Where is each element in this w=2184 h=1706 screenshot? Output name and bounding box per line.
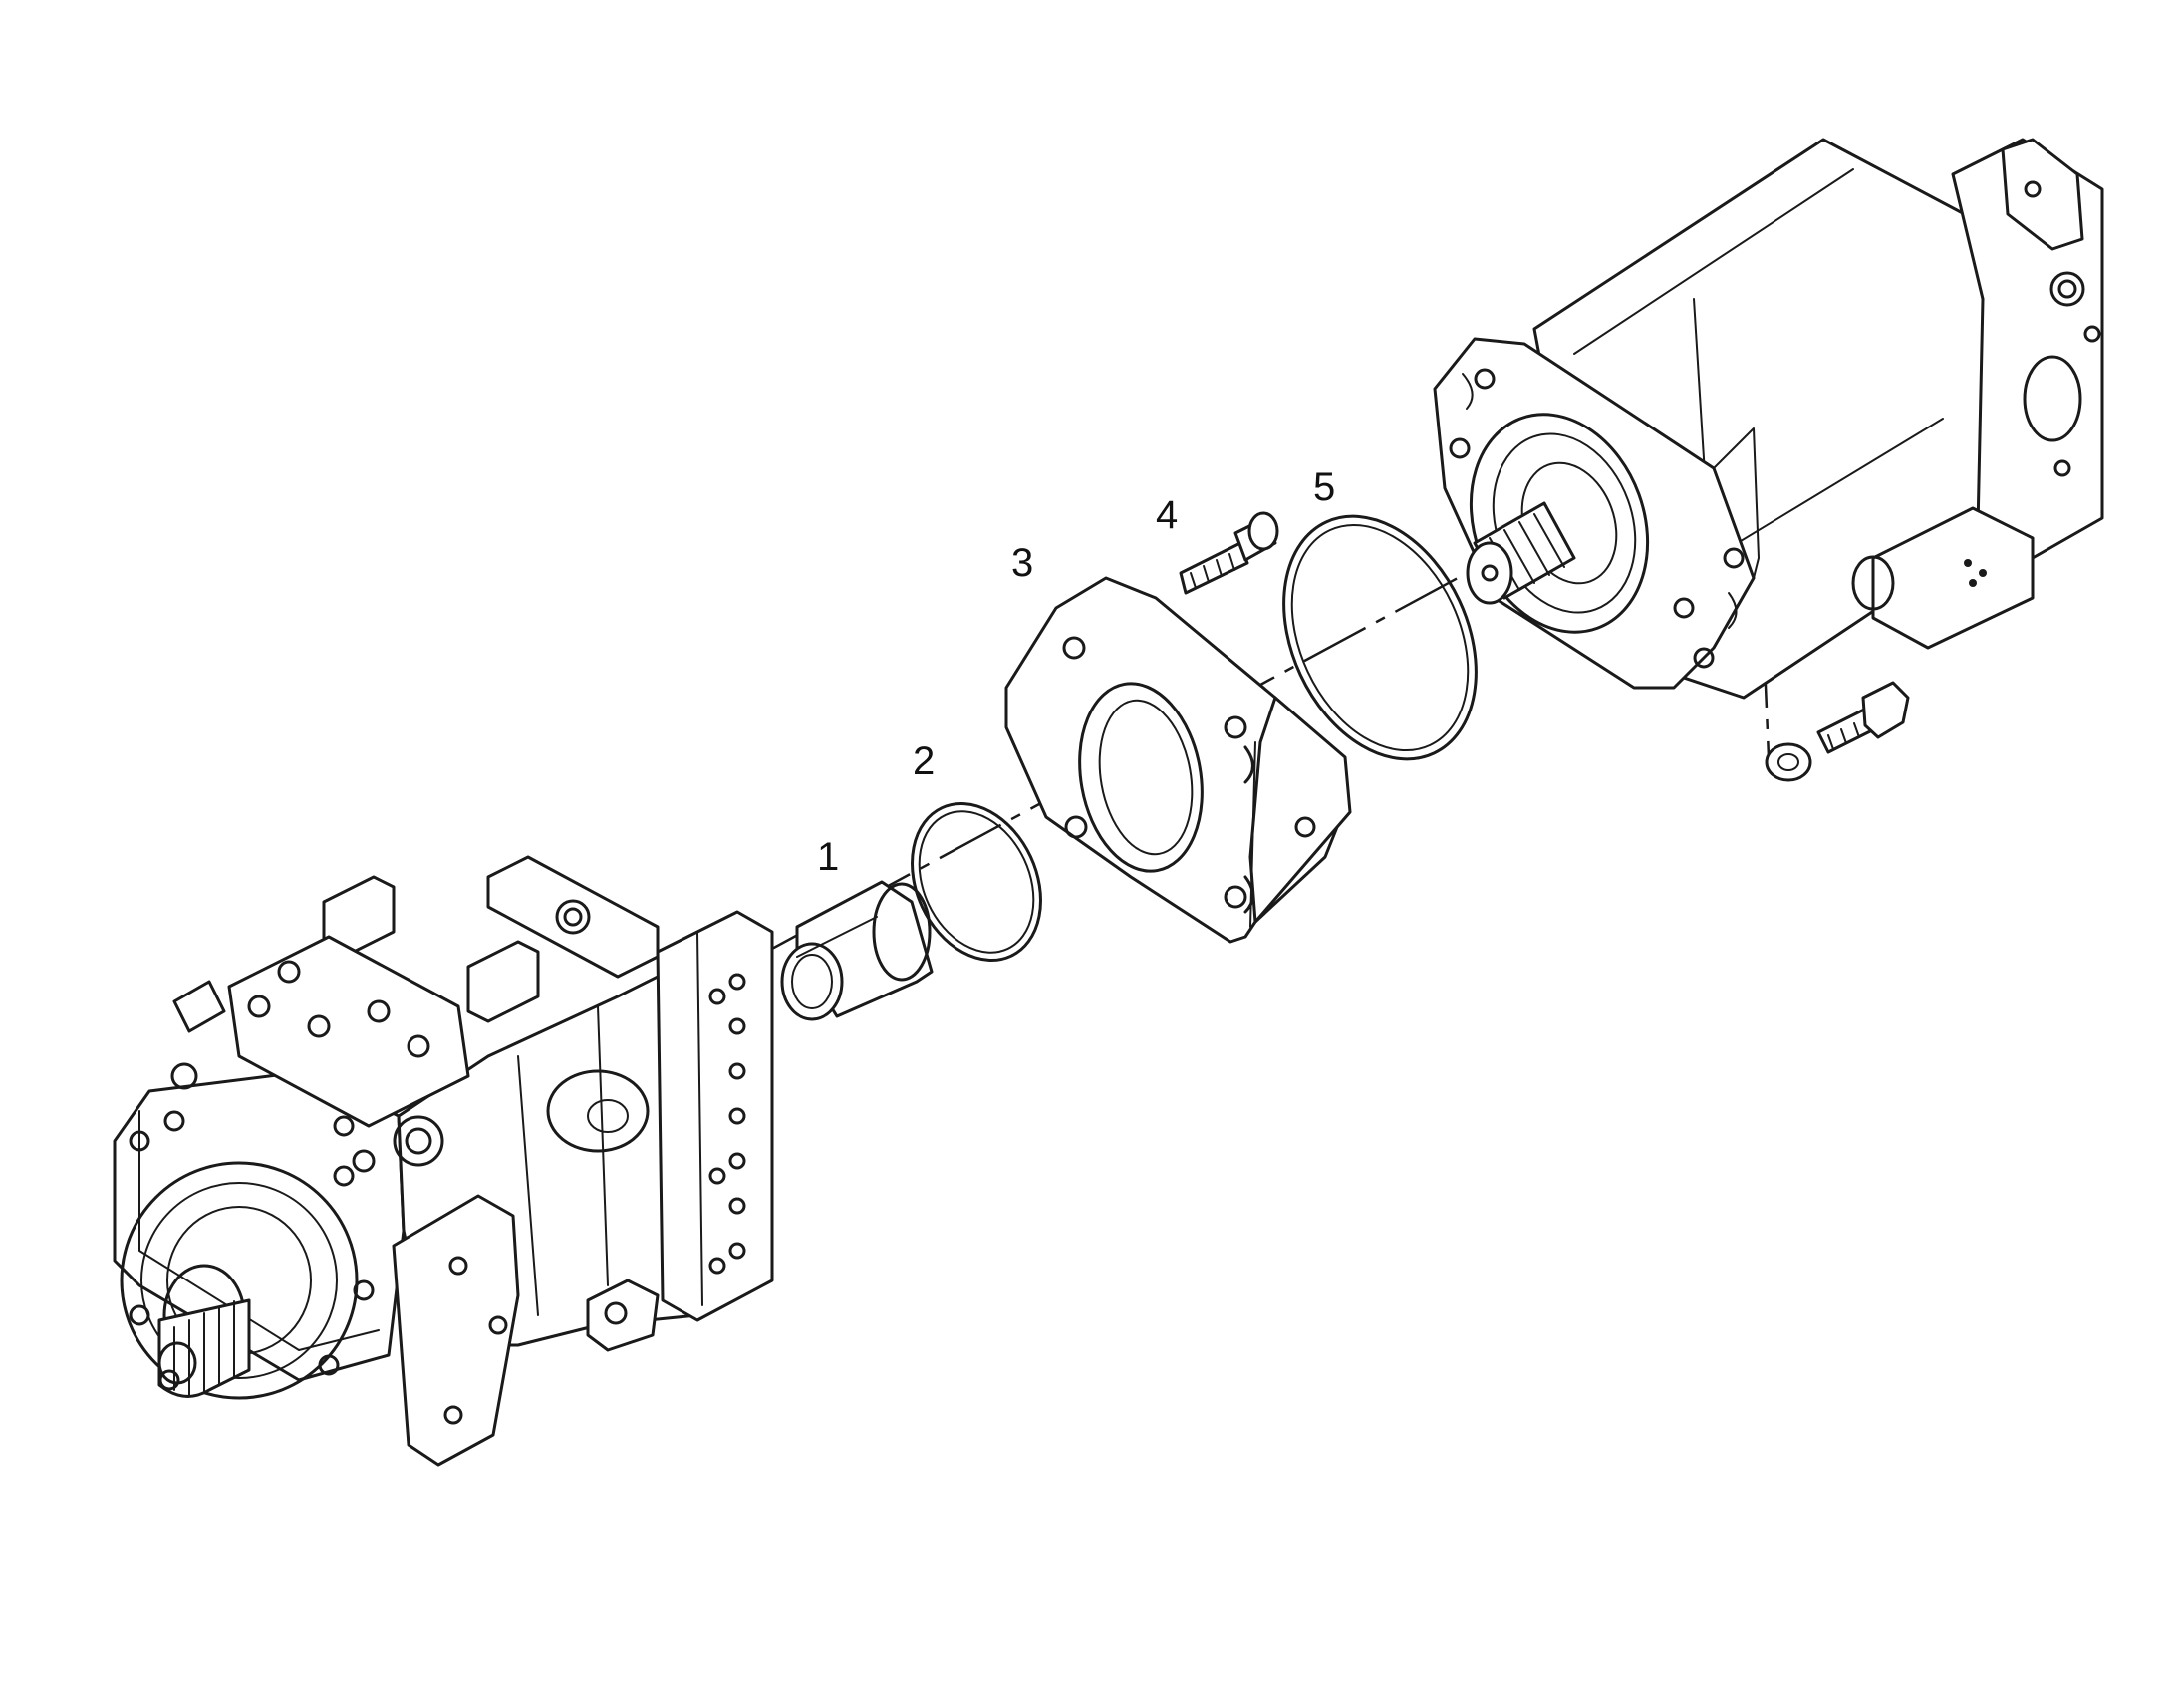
- hydraulic-motor-right: [1433, 138, 2104, 700]
- hydraulic-pump-left: [113, 855, 774, 1467]
- part-5-o-ring: [1282, 514, 1478, 761]
- callout-3: 3: [1011, 541, 1033, 585]
- callout-1: 1: [817, 835, 839, 879]
- part-4-cap-screw: [1179, 511, 1279, 595]
- callout-4: 4: [1156, 493, 1178, 537]
- part-1-coupling: [780, 880, 934, 1021]
- part-2-o-ring: [911, 801, 1042, 963]
- bolt-and-washer: [1765, 681, 1910, 782]
- callout-5: 5: [1313, 465, 1335, 509]
- part-3-adapter-flange: [1004, 576, 1352, 944]
- callout-2: 2: [913, 739, 935, 783]
- callout-labels: 1 2 3 4 5: [817, 465, 1335, 879]
